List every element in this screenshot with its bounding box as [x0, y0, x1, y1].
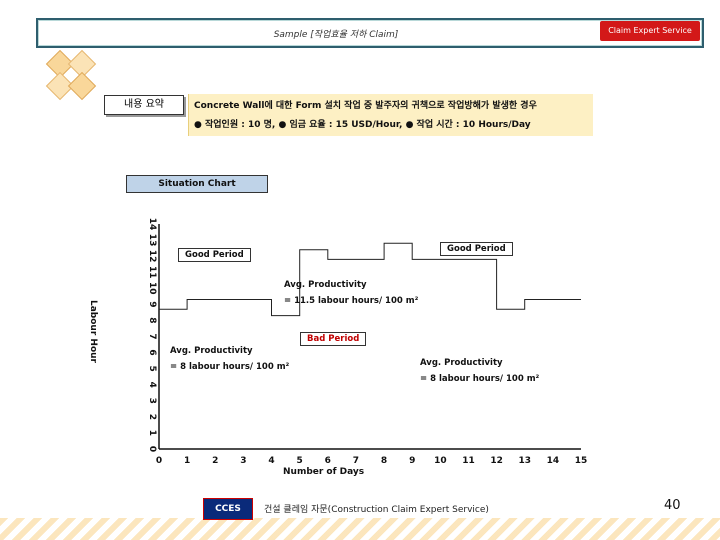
summary-line-2: ● 작업인원 : 10 명, ● 임금 요율 : 15 USD/Hour, ● … [194, 120, 531, 130]
x-tick-label: 14 [547, 456, 560, 466]
x-tick-label: 4 [268, 456, 274, 466]
x-tick-label: 2 [212, 456, 218, 466]
summary-line-1: Concrete Wall에 대한 Form 설치 작업 중 발주자의 귀책으로… [194, 101, 537, 111]
x-tick-label: 3 [240, 456, 246, 466]
x-tick-label: 11 [462, 456, 475, 466]
x-tick-label: 6 [325, 456, 331, 466]
good-period-label-2: Good Period [440, 242, 513, 256]
footer-text: 건설 클레임 자문(Construction Claim Expert Serv… [264, 505, 489, 515]
avg-bad-right-line-2: = 8 labour hours/ 100 m² [420, 374, 540, 384]
y-tick-label: 0 [147, 446, 157, 452]
x-tick-label: 1 [184, 456, 190, 466]
y-tick-label: 13 [147, 234, 157, 247]
x-tick-label: 0 [156, 456, 162, 466]
productivity-line [159, 242, 581, 317]
avg-bad-right-line-1: Avg. Productivity [420, 358, 503, 368]
avg-bad-left-line-1: Avg. Productivity [170, 346, 253, 356]
x-tick-label: 15 [575, 456, 588, 466]
y-tick-label: 9 [147, 301, 157, 307]
avg-good-line-2: = 11.5 labour hours/ 100 m² [284, 296, 419, 306]
y-tick-label: 5 [147, 366, 157, 372]
header-bar [36, 18, 704, 48]
y-tick-label: 10 [147, 282, 157, 295]
service-badge: Claim Expert Service [600, 21, 700, 41]
page-title: Sample [작업효율 저하 Claim] [273, 30, 399, 40]
x-tick-label: 10 [434, 456, 447, 466]
y-tick-label: 7 [147, 333, 157, 339]
good-period-label-1: Good Period [178, 248, 251, 262]
y-tick-label: 4 [147, 382, 157, 388]
x-tick-label: 8 [381, 456, 387, 466]
footer-stripe [0, 518, 720, 540]
y-tick-label: 8 [147, 317, 157, 323]
y-tick-label: 1 [147, 430, 157, 436]
y-tick-label: 2 [147, 414, 157, 420]
summary-box [188, 94, 593, 136]
x-tick-label: 9 [409, 456, 415, 466]
footer-logo: CCES [203, 498, 253, 520]
x-tick-label: 5 [297, 456, 303, 466]
y-tick-label: 14 [147, 218, 157, 231]
bad-period-label: Bad Period [300, 332, 367, 346]
x-tick-label: 12 [490, 456, 503, 466]
avg-bad-left-line-2: = 8 labour hours/ 100 m² [170, 362, 290, 372]
page-number: 40 [664, 498, 681, 513]
y-axis-label: Labour Hour [88, 300, 98, 363]
x-tick-label: 13 [518, 456, 531, 466]
y-tick-label: 11 [147, 266, 157, 279]
y-tick-label: 12 [147, 250, 157, 263]
summary-label: 내용 요약 [104, 95, 184, 115]
x-axis-label: Number of Days [283, 467, 365, 477]
y-tick-label: 6 [147, 349, 157, 355]
y-tick-label: 3 [147, 398, 157, 404]
avg-good-line-1: Avg. Productivity [284, 280, 367, 290]
x-tick-label: 7 [353, 456, 359, 466]
chart-title: Situation Chart [126, 175, 268, 193]
